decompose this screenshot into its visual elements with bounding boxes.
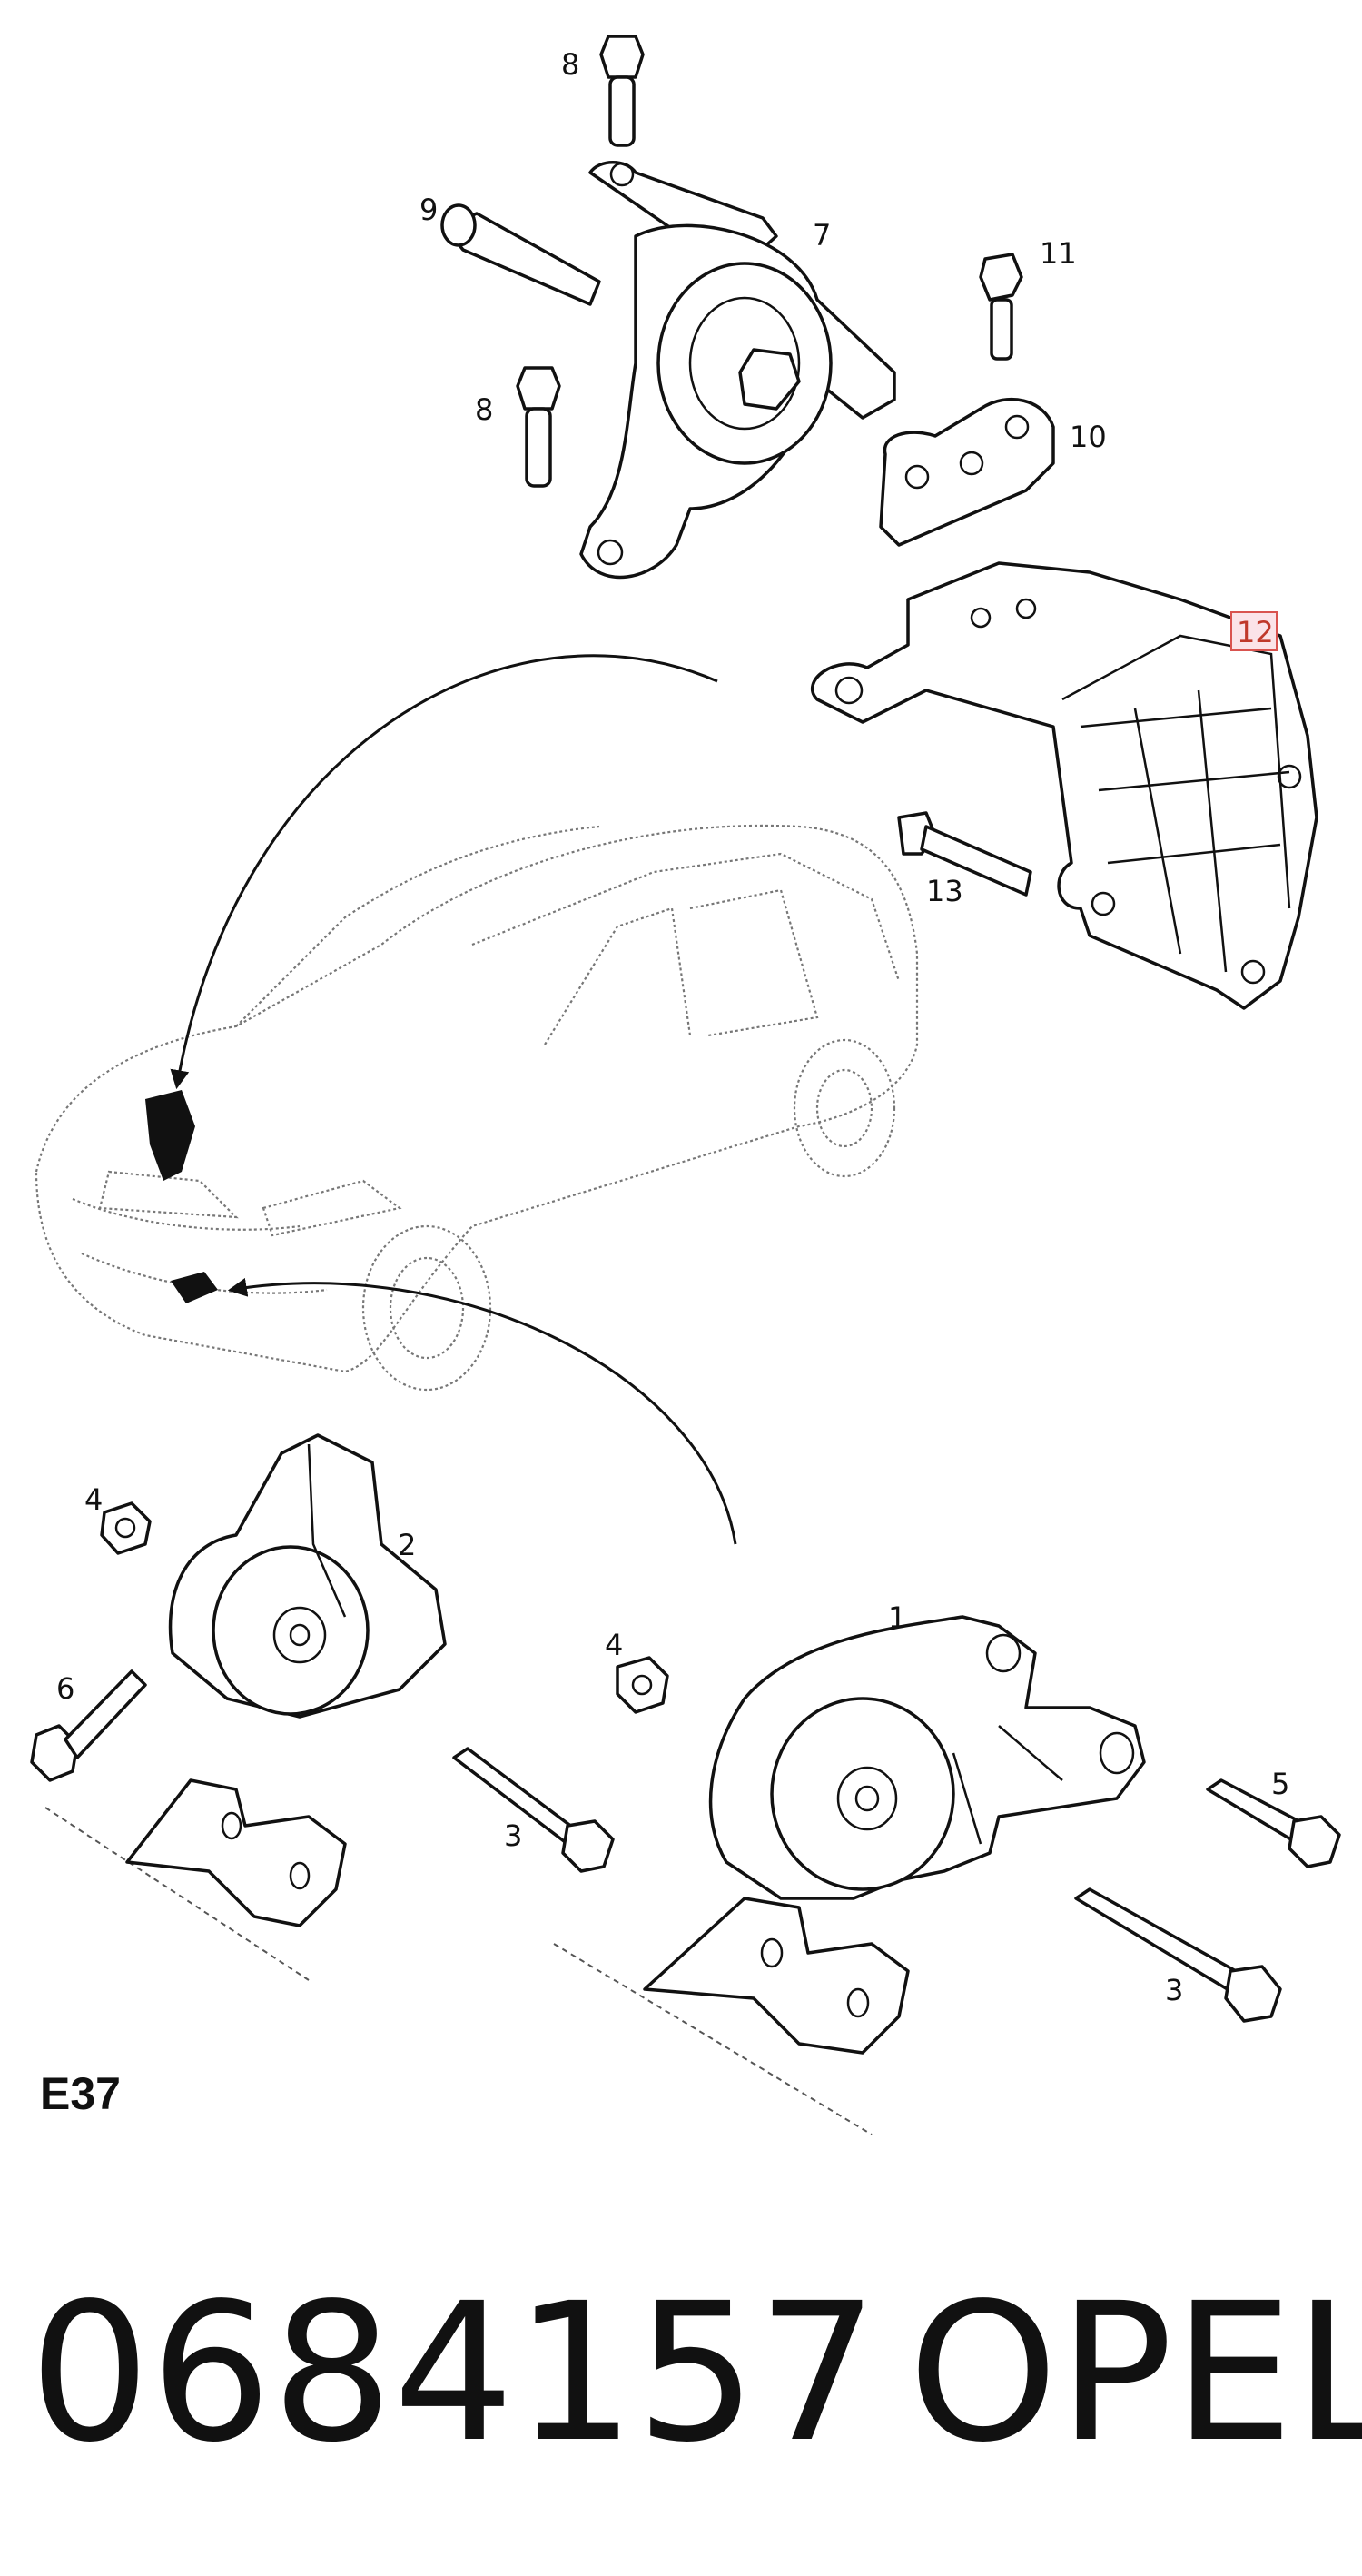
label-7: 7: [813, 218, 831, 253]
label-5: 5: [1271, 1767, 1289, 1801]
part-3-bolt-left: [452, 1747, 615, 1873]
part-7-engine-mount: [579, 161, 896, 580]
label-8-mid: 8: [475, 392, 493, 427]
label-11: 11: [1040, 236, 1077, 271]
part-13-bolt: [897, 811, 1032, 897]
part-callouts: 8 9 7 8 11 10 12 13 4 2 6 4 1 3 5 3: [56, 47, 1289, 2007]
label-6: 6: [56, 1671, 74, 1706]
part-number: 0684157: [29, 2262, 878, 2484]
pointer-arrows: [170, 654, 737, 1545]
brand-name: OPEL: [908, 2262, 1362, 2484]
label-2: 2: [398, 1528, 416, 1562]
label-12: 12: [1237, 615, 1274, 649]
part-5-bolt: [1206, 1778, 1341, 1868]
car-illustration: [35, 824, 919, 1392]
part-9-long-bolt: [440, 203, 601, 306]
part-4-nut-right: [616, 1656, 669, 1714]
label-3-left: 3: [504, 1818, 522, 1853]
part-11-bolt: [979, 253, 1023, 361]
part-10-spacer-bracket: [879, 397, 1055, 547]
label-4-left: 4: [84, 1482, 103, 1517]
label-4-right: 4: [605, 1628, 623, 1662]
label-13: 13: [926, 874, 963, 908]
label-12-highlight: [1230, 611, 1278, 651]
part-6-bolt: [30, 1669, 147, 1782]
label-9: 9: [419, 193, 438, 227]
label-1: 1: [888, 1600, 906, 1635]
label-10: 10: [1070, 420, 1107, 454]
part-2-engine-mount: [168, 1433, 447, 1719]
label-3-right: 3: [1165, 1973, 1183, 2007]
lower-brackets-left: [44, 1778, 347, 1981]
part-4-nut-left: [100, 1501, 152, 1555]
part-8-bolt-mid: [516, 366, 561, 488]
part-1-engine-mount: [708, 1615, 1146, 1900]
label-8-top: 8: [561, 47, 579, 82]
part-3-bolt-right: [1074, 1887, 1282, 2023]
lower-brackets-right: [553, 1897, 910, 2135]
part-8-bolt-top: [599, 35, 645, 147]
section-code: E37: [40, 2068, 121, 2119]
part-12-support-bracket: [810, 561, 1318, 1010]
